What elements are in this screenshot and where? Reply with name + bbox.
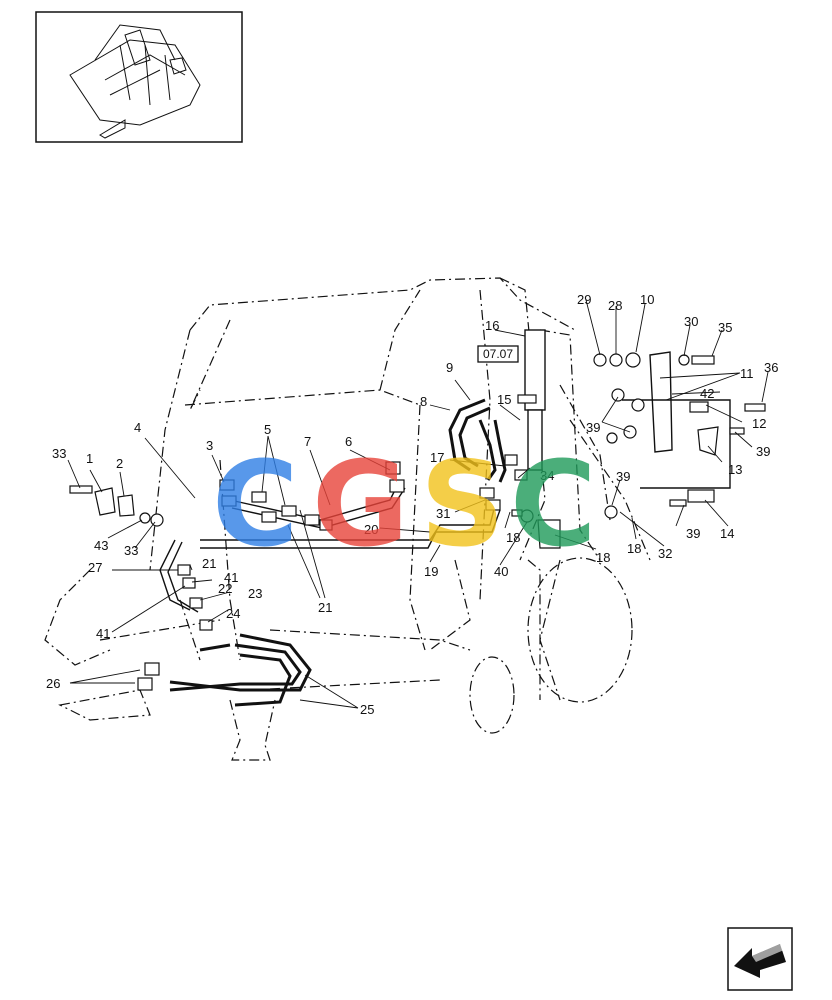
- callout: 20: [364, 522, 378, 537]
- watermark-letter: C: [212, 435, 299, 573]
- callout: 15: [497, 392, 511, 407]
- callout: 43: [94, 538, 108, 553]
- callout: 30: [684, 314, 698, 329]
- callout: 39: [586, 420, 600, 435]
- callout: 13: [728, 462, 742, 477]
- watermark-letter: S: [420, 435, 505, 573]
- callout: 26: [46, 676, 60, 691]
- callout: 39: [616, 469, 630, 484]
- callout: 18: [596, 550, 610, 565]
- callout: 5: [264, 422, 271, 437]
- thumbnail-overview: [35, 11, 243, 143]
- callout: 9: [446, 360, 453, 375]
- callout: 33: [124, 543, 138, 558]
- watermark-letter: G: [312, 435, 409, 573]
- callout: 17: [430, 450, 444, 465]
- reference-box-label: 07.07: [483, 347, 513, 361]
- callout: 21: [318, 600, 332, 615]
- callout: 7: [304, 434, 311, 449]
- callout: 39: [686, 526, 700, 541]
- callout: 39: [756, 444, 770, 459]
- callout: 28: [608, 298, 622, 313]
- watermark-letter: C: [510, 435, 597, 573]
- callout: 40: [494, 564, 508, 579]
- callout: 3: [206, 438, 213, 453]
- callout: 33: [52, 446, 66, 461]
- callout: 22: [218, 581, 232, 596]
- callout: 16: [485, 318, 499, 333]
- callout: 35: [718, 320, 732, 335]
- callout: 32: [658, 546, 672, 561]
- callout: 29: [577, 292, 591, 307]
- callouts: 1 2 3 4 5 6 7 8 9 10 11 12 13 14 15 16 1…: [46, 292, 778, 717]
- callout: 19: [424, 564, 438, 579]
- callout: 42: [700, 386, 714, 401]
- arrow-left-icon: [734, 944, 786, 978]
- callout: 1: [86, 451, 93, 466]
- callout: 10: [640, 292, 654, 307]
- callout: 36: [764, 360, 778, 375]
- callout: 24: [226, 606, 240, 621]
- callout: 18: [506, 530, 520, 545]
- callout: 11: [740, 366, 754, 381]
- hydraulic-lines: [159, 329, 731, 707]
- watermark: C G S C: [212, 435, 597, 573]
- leader-lines: [67, 299, 769, 709]
- callout: 12: [752, 416, 766, 431]
- callout: 25: [360, 702, 374, 717]
- callout: 41: [224, 570, 238, 585]
- callout: 23: [248, 586, 262, 601]
- callout: 4: [134, 420, 141, 435]
- callout: 2: [116, 456, 123, 471]
- baler-outline: [44, 277, 651, 761]
- reference-box: 07.07: [477, 345, 519, 363]
- callout: 18: [627, 541, 641, 556]
- callout: 21: [202, 556, 216, 571]
- callout: 31: [436, 506, 450, 521]
- callout: 41: [96, 626, 110, 641]
- callout: 14: [720, 526, 734, 541]
- callout: 27: [88, 560, 102, 575]
- nav-arrow-button[interactable]: [727, 927, 793, 991]
- callout: 6: [345, 434, 352, 449]
- callout: 8: [420, 394, 427, 409]
- fittings: [69, 352, 766, 691]
- callout: 34: [540, 468, 554, 483]
